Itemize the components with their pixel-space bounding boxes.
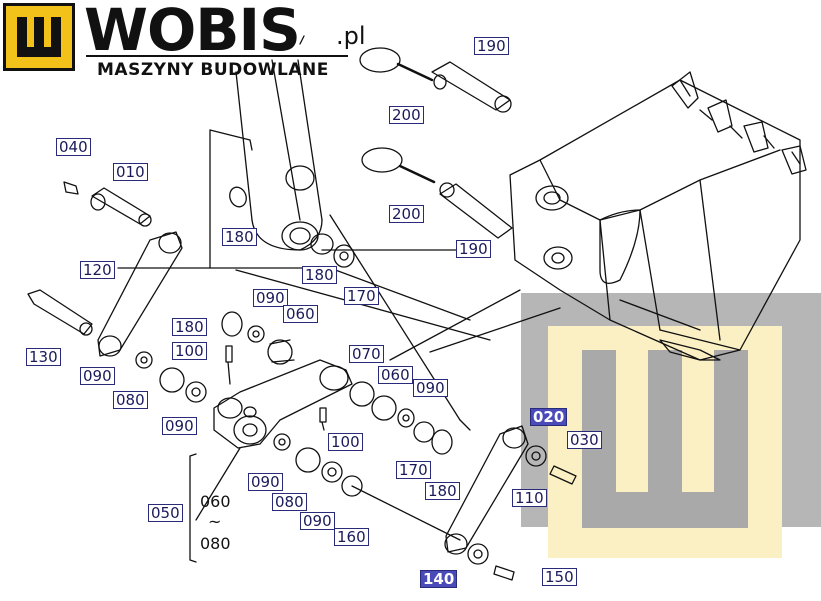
- callout-160: 160: [334, 528, 369, 546]
- range-note-tilde: ~: [208, 512, 222, 531]
- callout-190-top: 190: [474, 37, 509, 55]
- callout-040: 040: [56, 138, 91, 156]
- callout-090-lower: 090: [300, 512, 335, 530]
- callout-060-right: 060: [378, 366, 413, 384]
- brand-name: WOBIS: [84, 0, 301, 64]
- brand-underline: [86, 55, 348, 57]
- callout-080-left: 080: [113, 391, 148, 409]
- callout-100-upper: 100: [172, 342, 207, 360]
- range-note-from: 060: [200, 492, 231, 511]
- callout-200-lower: 200: [389, 205, 424, 223]
- callout-180-upper-left: 180: [222, 228, 257, 246]
- callout-190-lower: 190: [456, 240, 491, 258]
- brand-tagline: MASZYNY BUDOWLANE: [97, 60, 329, 80]
- callout-090-left-low: 090: [162, 417, 197, 435]
- callout-130: 130: [26, 348, 61, 366]
- callout-090-lower-left: 090: [248, 473, 283, 491]
- callout-150: 150: [542, 568, 577, 586]
- callout-170-lower: 170: [396, 461, 431, 479]
- callout-050: 050: [148, 504, 183, 522]
- w-letter-logo-icon: [17, 17, 61, 57]
- callout-110: 110: [512, 489, 547, 507]
- callout-180-middle: 180: [172, 318, 207, 336]
- callout-200-top: 200: [389, 106, 424, 124]
- callout-170-upper: 170: [344, 287, 379, 305]
- range-note-to: 080: [200, 534, 231, 553]
- callout-090-middle-top: 090: [253, 289, 288, 307]
- callout-060-middle: 060: [283, 305, 318, 323]
- callout-070: 070: [349, 345, 384, 363]
- callout-080-lower: 080: [272, 493, 307, 511]
- callout-180-lower: 180: [425, 482, 460, 500]
- callout-030: 030: [567, 431, 602, 449]
- callout-090-left: 090: [80, 367, 115, 385]
- callout-140: 140: [420, 570, 458, 588]
- callout-120: 120: [80, 261, 115, 279]
- callout-180-upper-mid: 180: [302, 266, 337, 284]
- callout-100-lower: 100: [328, 433, 363, 451]
- callout-090-right: 090: [413, 379, 448, 397]
- callout-010: 010: [113, 163, 148, 181]
- callout-020: 020: [530, 408, 568, 426]
- wobis-logo: [3, 3, 75, 71]
- brand-suffix: .pl: [336, 22, 366, 50]
